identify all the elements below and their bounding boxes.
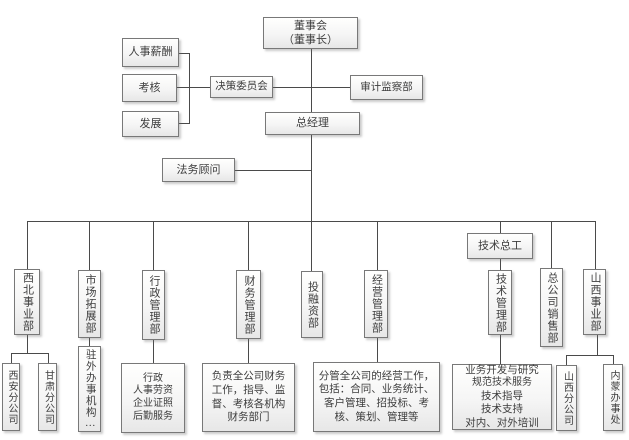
technical-detail-line: 对内、对外培训	[465, 417, 539, 429]
node-technical-management-dept: 技术管理部	[488, 270, 512, 335]
connector-line	[179, 123, 190, 124]
connector-line	[377, 221, 378, 270]
node-northwest-division: 西北事业部	[14, 269, 40, 335]
connector-line	[153, 221, 154, 270]
connector-line	[153, 340, 154, 363]
connector-line	[566, 355, 567, 365]
connector-line	[48, 353, 49, 363]
node-shanxi-division: 山西事业部	[583, 269, 606, 335]
connector-line	[500, 259, 501, 270]
node-development: 发展	[122, 111, 179, 137]
connector-line	[235, 170, 312, 171]
connector-line	[500, 335, 501, 364]
connector-line	[613, 355, 614, 364]
board-label-line1: 董事会	[294, 19, 327, 32]
node-hr-compensation: 人事薪酬	[122, 38, 179, 67]
connector-line	[248, 339, 249, 363]
connector-line	[311, 49, 312, 112]
connector-line	[27, 335, 28, 353]
node-legal-advisor: 法务顾问	[162, 158, 235, 182]
technical-detail-line: 技术支持	[481, 404, 523, 416]
node-investment-financing-dept: 投融资部	[301, 271, 323, 338]
finance-detail-line: 督、考核各机构	[211, 398, 286, 410]
node-operations-responsibilities: 分管全公司的经营工作， 包括：合同、业务统计、 客户管理、招投标、考 核、策划、…	[313, 362, 440, 432]
node-assessment: 考核	[122, 74, 177, 102]
connector-line	[311, 135, 312, 271]
node-finance-management-dept: 财务管理部	[236, 270, 261, 339]
technical-detail-line: 规范技术服务	[472, 377, 532, 389]
operations-detail-line: 客户管理、招投标、考	[324, 398, 429, 409]
admin-detail-line: 后勤服务	[133, 410, 173, 422]
node-overseas-offices: 驻外办事机构…	[78, 346, 101, 432]
node-neimeng-office: 内蒙办事处	[603, 364, 623, 431]
finance-detail-line: 财务部门	[227, 412, 270, 424]
finance-detail-line: 负责全公司财务	[211, 371, 286, 383]
connector-line	[177, 87, 210, 88]
connector-line	[11, 353, 12, 363]
admin-detail-line: 企业证照	[133, 398, 173, 409]
node-finance-responsibilities: 负责全公司财务 工作，指导、监 督、考核各机构 财务部门	[202, 363, 295, 432]
node-gansu-branch: 甘肃分公司	[38, 363, 57, 431]
node-admin-management-dept: 行政管理部	[142, 270, 165, 340]
operations-detail-line: 分管全公司的经营工作，	[318, 370, 435, 382]
connector-line	[597, 335, 598, 355]
connector-line	[27, 221, 28, 269]
node-xian-branch: 西安分公司	[2, 363, 20, 431]
node-market-development-dept: 市场拓展部	[78, 270, 101, 338]
connector-line	[595, 221, 596, 269]
connector-line	[89, 338, 90, 346]
finance-detail-line: 工作，指导、监	[211, 384, 286, 396]
connector-line	[377, 338, 378, 362]
technical-detail-line: 业务开发与研究	[465, 365, 539, 376]
connector-line	[500, 221, 501, 233]
technical-detail-line: 技术指导	[481, 391, 523, 403]
connector-line	[89, 221, 90, 270]
node-general-manager: 总经理	[265, 112, 360, 135]
node-technical-responsibilities: 业务开发与研究 规范技术服务 技术指导 技术支持 对内、对外培训	[452, 364, 552, 430]
node-operations-management-dept: 经营管理部	[364, 270, 388, 338]
node-hq-sales-dept: 总公司销售部	[540, 268, 563, 347]
node-audit-supervision-dept: 审计监察部	[350, 75, 423, 100]
connector-line	[178, 53, 190, 54]
connector-line	[273, 87, 350, 88]
admin-detail-line: 人事劳资	[133, 385, 173, 397]
connector-line	[11, 353, 49, 354]
node-chief-technical-engineer: 技术总工	[467, 233, 533, 259]
node-shanxi-branch: 山西分公司	[556, 365, 577, 431]
node-decision-committee: 决策委员会	[210, 76, 273, 98]
admin-detail-line: 行政	[143, 372, 163, 384]
operations-detail-line: 包括：合同、业务统计、	[318, 384, 435, 396]
connector-line	[27, 221, 596, 222]
board-label-line2: （董事长）	[283, 34, 338, 46]
operations-detail-line: 核、策划、管理等	[334, 411, 419, 423]
connector-line	[551, 221, 552, 268]
node-admin-responsibilities: 行政 人事劳资 企业证照 后勤服务	[121, 363, 185, 433]
connector-line	[248, 221, 249, 270]
node-board-of-directors: 董事会 （董事长）	[263, 17, 358, 49]
connector-line	[189, 53, 190, 124]
connector-line	[566, 355, 614, 356]
